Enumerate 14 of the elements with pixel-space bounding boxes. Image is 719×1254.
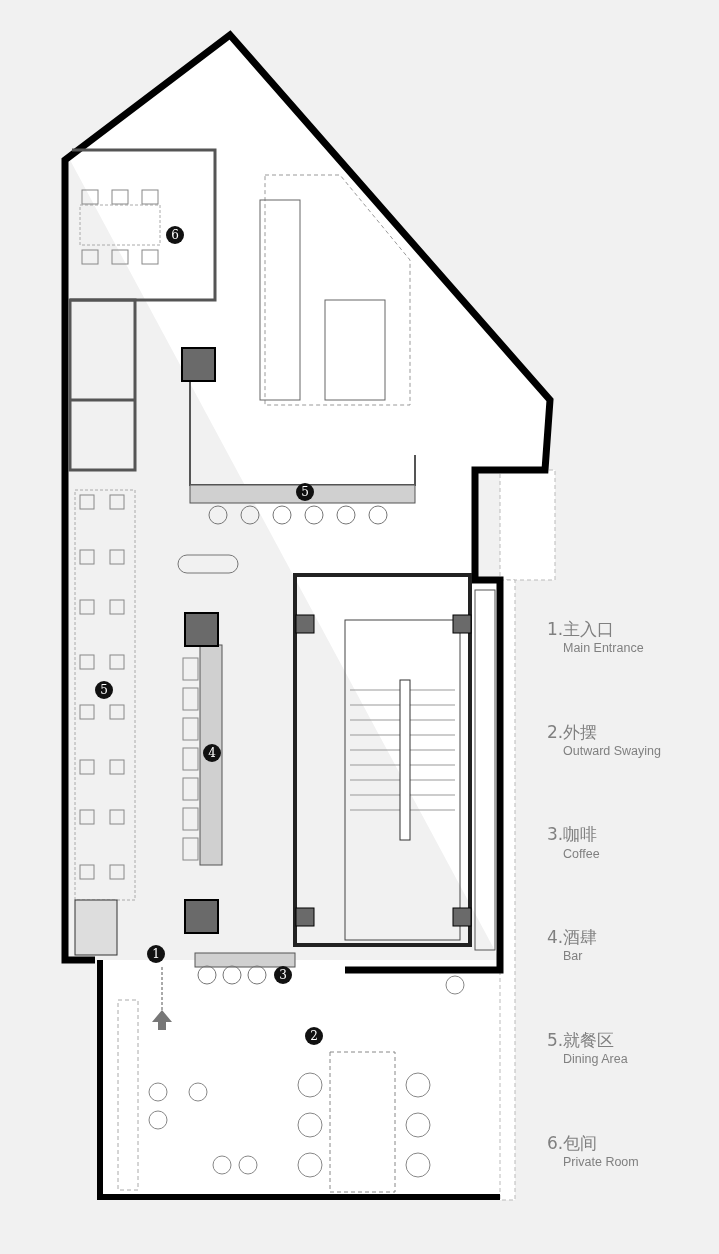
legend-caption: Dining Area	[563, 1052, 628, 1066]
legend-heading: 6.包间	[547, 1132, 598, 1155]
callout-number: 1	[147, 945, 165, 963]
legend-caption: Outward Swaying	[563, 744, 661, 758]
legend-caption: Bar	[563, 949, 583, 963]
legend-heading: 5.就餐区	[547, 1029, 615, 1052]
legend-caption: Private Room	[563, 1155, 639, 1169]
legend-heading: 2.外摆	[547, 721, 598, 744]
legend-caption: Coffee	[563, 847, 600, 861]
legend-heading: 1.主入口	[547, 618, 615, 641]
legend-caption: Main Entrance	[563, 641, 644, 655]
legend-heading: 3.咖啡	[547, 823, 598, 846]
legend-heading: 4.酒肆	[547, 926, 598, 949]
callout-number: 5	[95, 681, 113, 699]
